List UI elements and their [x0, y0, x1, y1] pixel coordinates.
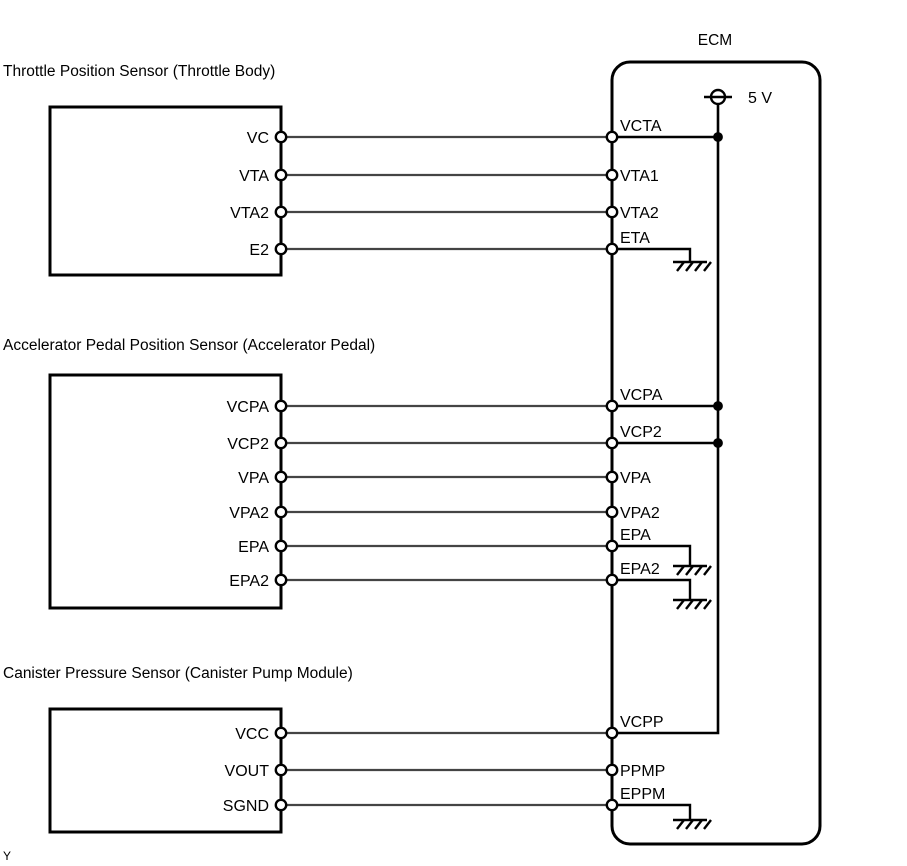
ecm-terminal-label-eta: ETA: [620, 230, 650, 247]
ecm-terminal-label-vcpa: VCPA: [620, 387, 663, 404]
sensor-terminal-label-vta: VTA: [239, 168, 269, 185]
ground-hatch: [703, 261, 712, 272]
ground-hatch: [685, 261, 694, 272]
ecm-terminal-label-eppm: EPPM: [620, 786, 665, 803]
ecm-terminal-vta2[interactable]: [605, 205, 619, 219]
sensor-terminal-vcc[interactable]: [274, 726, 288, 740]
sensor-terminal-label-vcc: VCC: [235, 726, 269, 743]
ecm-terminal-vcpa[interactable]: [605, 399, 619, 413]
sensor-terminal-vcp2[interactable]: [274, 436, 288, 450]
sensor-terminal-vout[interactable]: [274, 763, 288, 777]
ground-hatch: [694, 565, 703, 576]
sensor-terminal-vta[interactable]: [274, 168, 288, 182]
sensor-terminal-label-vcp2: VCP2: [227, 436, 269, 453]
ground-hatch: [694, 261, 703, 272]
ground-stub-eppm: [612, 803, 692, 820]
ecm-terminal-vpa[interactable]: [605, 470, 619, 484]
ground-hatch: [685, 819, 694, 830]
sensor-title-canister-pressure-sensor: Canister Pressure Sensor (Canister Pump …: [3, 665, 353, 682]
ecm-terminal-label-vta2: VTA2: [620, 205, 659, 222]
ground-symbol-epa2: [673, 598, 712, 610]
ecm-terminal-vpa2[interactable]: [605, 505, 619, 519]
ground-stub-epa: [612, 544, 692, 566]
ecm-terminal-label-epa2: EPA2: [620, 561, 660, 578]
sensor-terminal-label-vc: VC: [247, 130, 269, 147]
five-volt-bus-line: [612, 137, 720, 735]
ground-symbol-epa: [673, 564, 712, 576]
ground-stub-eta: [612, 247, 692, 262]
sensor-terminal-label-e2: E2: [249, 242, 269, 259]
sensor-terminal-label-vout: VOUT: [225, 763, 270, 780]
ground-hatch: [676, 819, 685, 830]
ecm-terminal-label-vcpp: VCPP: [620, 714, 664, 731]
ground-hatch: [694, 599, 703, 610]
sensor-titles-group: Throttle Position Sensor (Throttle Body)…: [3, 63, 375, 682]
ecm-terminal-vta1[interactable]: [605, 168, 619, 182]
ground-symbol-eppm: [673, 818, 712, 830]
sensor-terminal-vpa[interactable]: [274, 470, 288, 484]
ecm-terminal-vcta[interactable]: [605, 130, 619, 144]
sensor-terminal-sgnd[interactable]: [274, 798, 288, 812]
sensor-title-throttle-position-sensor: Throttle Position Sensor (Throttle Body): [3, 63, 275, 80]
five-volt-bus-group: [612, 132, 723, 735]
sensor-terminal-e2[interactable]: [274, 242, 288, 256]
sensor-terminal-epa[interactable]: [274, 539, 288, 553]
ecm-terminal-epa[interactable]: [605, 539, 619, 553]
ground-hatch: [703, 565, 712, 576]
ecm-terminal-label-vcta: VCTA: [620, 118, 662, 135]
sensor-terminal-vcpa[interactable]: [274, 399, 288, 413]
ecm-terminal-label-vpa: VPA: [620, 470, 651, 487]
ecm-terminal-vcp2[interactable]: [605, 436, 619, 450]
grounds-group: [612, 247, 712, 830]
ground-symbol-eta: [673, 260, 712, 272]
terminals-group: [274, 130, 619, 812]
ecm-title-label: ECM: [698, 32, 732, 49]
sensor-terminal-vta2[interactable]: [274, 205, 288, 219]
sensor-terminal-label-vcpa: VCPA: [227, 399, 270, 416]
sensor-terminal-vpa2[interactable]: [274, 505, 288, 519]
bus-junction-dot: [713, 401, 723, 411]
power-source-label: 5 V: [748, 90, 772, 107]
sensor-terminal-label-vpa: VPA: [238, 470, 269, 487]
sensor-terminal-label-vpa2: VPA2: [229, 505, 269, 522]
sensor-boxes-group: [48, 105, 283, 834]
sensor-terminal-label-sgnd: SGND: [223, 798, 269, 815]
ecm-terminal-eta[interactable]: [605, 242, 619, 256]
ground-hatch: [685, 565, 694, 576]
sensor-terminal-label-vta2: VTA2: [230, 205, 269, 222]
bus-junction-dot: [713, 438, 723, 448]
ecm-terminal-label-vcp2: VCP2: [620, 424, 662, 441]
ecm-terminal-epa2[interactable]: [605, 573, 619, 587]
sensor-box-accelerator-pedal-position-sensor: [48, 373, 283, 610]
ground-hatch: [694, 819, 703, 830]
power-source-group: 5 V: [704, 88, 772, 137]
ground-stub-epa2: [612, 578, 692, 600]
ecm-terminal-label-ppmp: PPMP: [620, 763, 665, 780]
ground-hatch: [676, 565, 685, 576]
ground-hatch: [676, 599, 685, 610]
wires-group: [281, 135, 614, 807]
sensor-terminal-vc[interactable]: [274, 130, 288, 144]
corner-mark-label: Y: [3, 849, 11, 863]
sensor-terminal-label-epa2: EPA2: [229, 573, 269, 590]
sensor-terminal-epa2[interactable]: [274, 573, 288, 587]
ecm-terminal-label-epa: EPA: [620, 527, 651, 544]
ecm-terminal-label-vta1: VTA1: [620, 168, 659, 185]
ground-hatch: [703, 819, 712, 830]
sensor-box-canister-pressure-sensor: [48, 707, 283, 834]
ecm-terminal-eppm[interactable]: [605, 798, 619, 812]
sensor-terminal-label-epa: EPA: [238, 539, 269, 556]
ecm-terminal-label-vpa2: VPA2: [620, 505, 660, 522]
ecm-terminal-vcpp[interactable]: [605, 726, 619, 740]
ground-hatch: [676, 261, 685, 272]
sensor-box-throttle-position-sensor: [48, 105, 283, 277]
ecm-terminal-ppmp[interactable]: [605, 763, 619, 777]
sensor-title-accelerator-pedal-position-sensor: Accelerator Pedal Position Sensor (Accel…: [3, 337, 375, 354]
ground-hatch: [685, 599, 694, 610]
ground-hatch: [703, 599, 712, 610]
